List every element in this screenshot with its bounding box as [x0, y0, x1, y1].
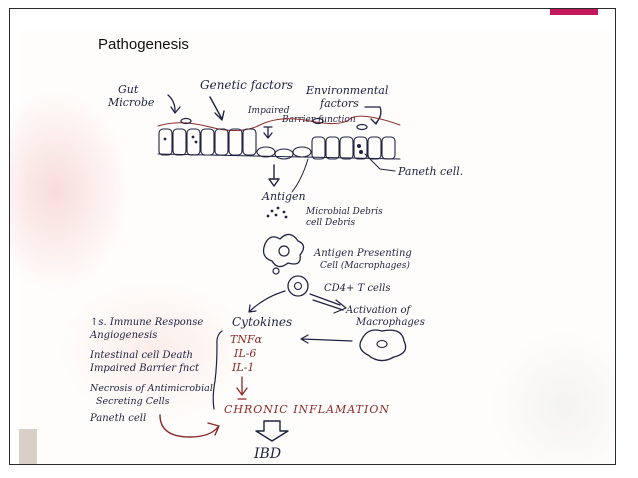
activation-label-line2: Macrophages — [355, 317, 425, 328]
gut-microbe-arrow — [167, 94, 176, 112]
macrophage-nucleus-icon — [376, 339, 388, 349]
chronic-inflammation-label: CHRONIC INFLAMATION — [224, 403, 390, 416]
effects-to-inflammation-arrow — [159, 414, 220, 438]
effect-necrosis: Necrosis of Antimicrobial — [89, 383, 213, 394]
impaired-barrier-arrow — [263, 126, 273, 139]
debris-label-line2: cell Debris — [306, 218, 355, 228]
paneth-cell-pointer — [364, 153, 396, 172]
cd4-label: CD4+ T cells — [324, 283, 390, 294]
to-cytokines-arrow — [248, 290, 286, 313]
effect-immune-response: ↑s. Immune Response — [90, 317, 203, 328]
t-cell-nucleus-icon — [293, 281, 303, 291]
page-title: Pathogenesis — [98, 36, 189, 53]
cytokines-brace — [212, 330, 223, 410]
environmental-factors-label-line1: Environmental — [305, 84, 389, 97]
gut-microbe-arrowhead — [170, 106, 181, 114]
antigen-pointer — [291, 158, 309, 193]
mucus-line — [157, 115, 401, 131]
cytokines-down-arrow — [236, 376, 248, 400]
genetic-factors-label: Genetic factors — [200, 78, 293, 92]
effect-secreting-cells: Secreting Cells — [96, 396, 170, 407]
pathogenesis-diagram: Gut Microbe Genetic factors Environmenta… — [89, 78, 463, 462]
apc-cell-icon — [262, 233, 305, 268]
apc-nucleus-icon — [278, 245, 290, 257]
antigen-dots — [266, 206, 288, 219]
paper-stain — [490, 331, 615, 464]
scanned-sketch — [10, 31, 615, 464]
epithelial-cells — [158, 128, 396, 160]
environmental-factors-arrow — [364, 106, 382, 125]
effect-cell-death: Intestinal cell Death — [89, 350, 193, 361]
to-ibd-arrow — [255, 420, 289, 442]
t-cell-icon — [287, 275, 309, 297]
effect-impaired-barrier: Impaired Barrier fnct — [89, 363, 200, 374]
paneth-cell-label: Paneth cell. — [397, 165, 463, 178]
cytokine-il6: IL-6 — [233, 347, 256, 360]
cytokine-tnf: TNFα — [230, 333, 263, 346]
to-activation-arrow — [309, 293, 347, 314]
antigen-label: Antigen — [261, 190, 306, 203]
paper-stain — [60, 281, 250, 421]
cytokines-title: Cytokines — [232, 315, 292, 329]
environmental-factors-label-line2: factors — [319, 97, 359, 110]
accent-tab — [550, 9, 598, 15]
activation-label-line1: Activation of — [345, 305, 413, 316]
impaired-barrier-label-line2: Barrier function — [281, 115, 356, 125]
apc-label-line2: Cell (Macrophages) — [320, 260, 410, 271]
to-antigen-arrow — [268, 164, 280, 187]
microbe-icon — [356, 123, 368, 131]
impaired-barrier-label-line1: Impaired — [247, 106, 290, 116]
debris-label-line1: Microbial Debris — [305, 207, 383, 217]
microbe-icon — [180, 117, 192, 125]
paper-edge — [19, 429, 37, 464]
paper-stain — [10, 91, 130, 291]
gut-microbe-label-line2: Microbe — [107, 96, 155, 109]
microbe-icon — [312, 117, 324, 125]
apc-contact-icon — [272, 267, 280, 275]
effect-angiogenesis: Angiogenesis — [89, 330, 157, 341]
effect-paneth-cell: Paneth cell — [89, 413, 146, 424]
macrophage-icon — [359, 329, 407, 362]
ibd-label: IBD — [253, 446, 281, 462]
apc-label-line1: Antigen Presenting — [313, 248, 412, 259]
cytokine-il1: IL-1 — [231, 361, 254, 374]
slide-frame: Pathogenesis Gut Microbe Genetic factors… — [9, 8, 616, 465]
macrophage-to-cytokines-arrow — [300, 334, 353, 344]
genetic-factors-arrow — [209, 96, 225, 121]
gut-microbe-label-line1: Gut — [118, 83, 139, 96]
